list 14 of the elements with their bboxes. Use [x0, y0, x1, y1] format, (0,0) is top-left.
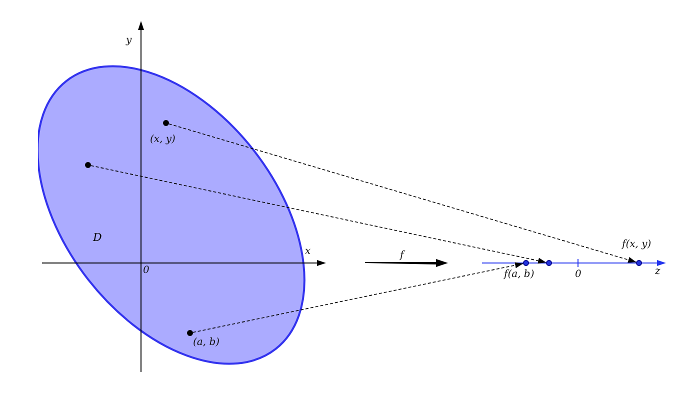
axis-label: f: [400, 250, 404, 261]
point-label: (x, y): [150, 134, 176, 145]
axis-label: x: [305, 246, 311, 257]
point-label: f(x, y): [622, 239, 652, 250]
arrow: [168, 123, 637, 263]
arrow: [192, 262, 524, 333]
region-label: D: [93, 231, 102, 244]
point-label: (a, b): [193, 337, 220, 348]
axis-label: 0: [143, 265, 150, 276]
arrow: [90, 165, 546, 264]
point-label: f(a, b): [504, 269, 534, 280]
axis-label: y: [126, 35, 132, 46]
axis-label: z: [655, 266, 660, 277]
axis-label: 0: [575, 269, 582, 280]
